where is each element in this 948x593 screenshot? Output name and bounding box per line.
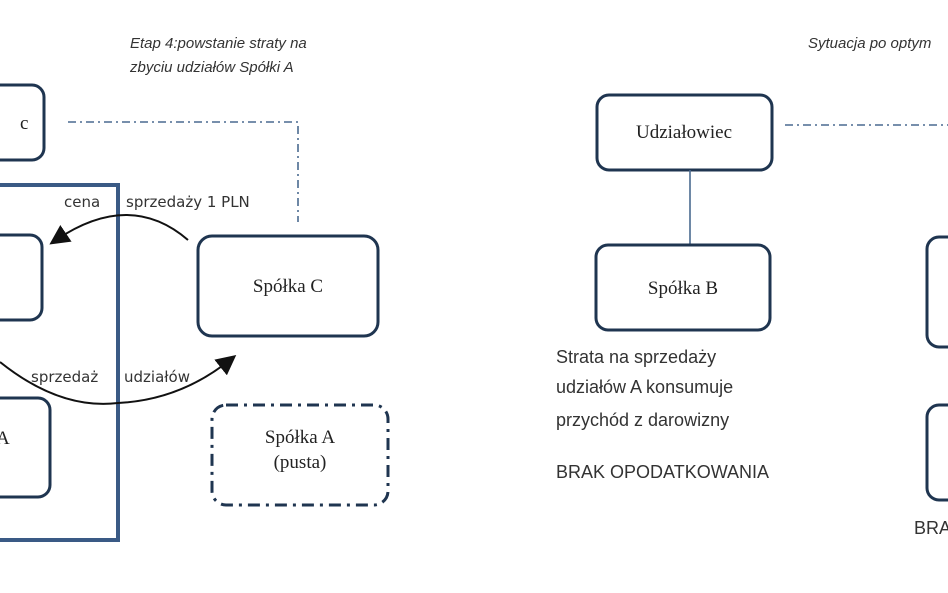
company-b-box-partial — [0, 233, 44, 322]
dashdot-connector — [68, 121, 299, 222]
partial-no-tax-label: BRA — [914, 518, 948, 538]
shareholder-partial-label: c — [20, 113, 28, 134]
sale-arrow — [0, 355, 237, 405]
company-a-partial-label: A — [0, 428, 10, 449]
shareholder-box — [595, 93, 774, 172]
company-b-box — [594, 243, 772, 332]
price-label-1: cena — [64, 193, 100, 211]
left-title-line2: zbyciu udziałów Spółki A — [129, 59, 294, 76]
company-c-box — [196, 234, 380, 338]
sale-label-2: udziałów — [124, 368, 190, 386]
group-frame — [0, 183, 120, 542]
price-label-2: sprzedaży 1 PLN — [126, 193, 250, 211]
right-box-partial-2 — [925, 403, 948, 502]
sale-label-1: sprzedaż — [31, 368, 98, 386]
company-a-box-partial — [0, 396, 52, 499]
company-a-empty-sublabel: (pusta) — [274, 452, 327, 473]
company-a-empty-box — [210, 403, 390, 507]
company-a-empty-label: Spółka A — [265, 427, 335, 448]
left-title-line1: Etap 4:powstanie straty na — [130, 35, 307, 52]
note-line2: udziałów A konsumuje — [556, 377, 733, 397]
company-c-label: Spółka C — [253, 276, 323, 297]
price-arrow — [49, 214, 189, 245]
note-line3: przychód z darowizny — [556, 410, 729, 430]
shareholder-label: Udziałowiec — [636, 122, 732, 143]
shareholder-box-partial — [0, 83, 46, 162]
company-b-label: Spółka B — [648, 278, 718, 299]
right-title: Sytuacja po optym — [808, 35, 931, 52]
right-box-partial-1 — [925, 235, 948, 349]
note-line1: Strata na sprzedaży — [556, 347, 716, 367]
no-tax-label: BRAK OPODATKOWANIA — [556, 462, 769, 482]
